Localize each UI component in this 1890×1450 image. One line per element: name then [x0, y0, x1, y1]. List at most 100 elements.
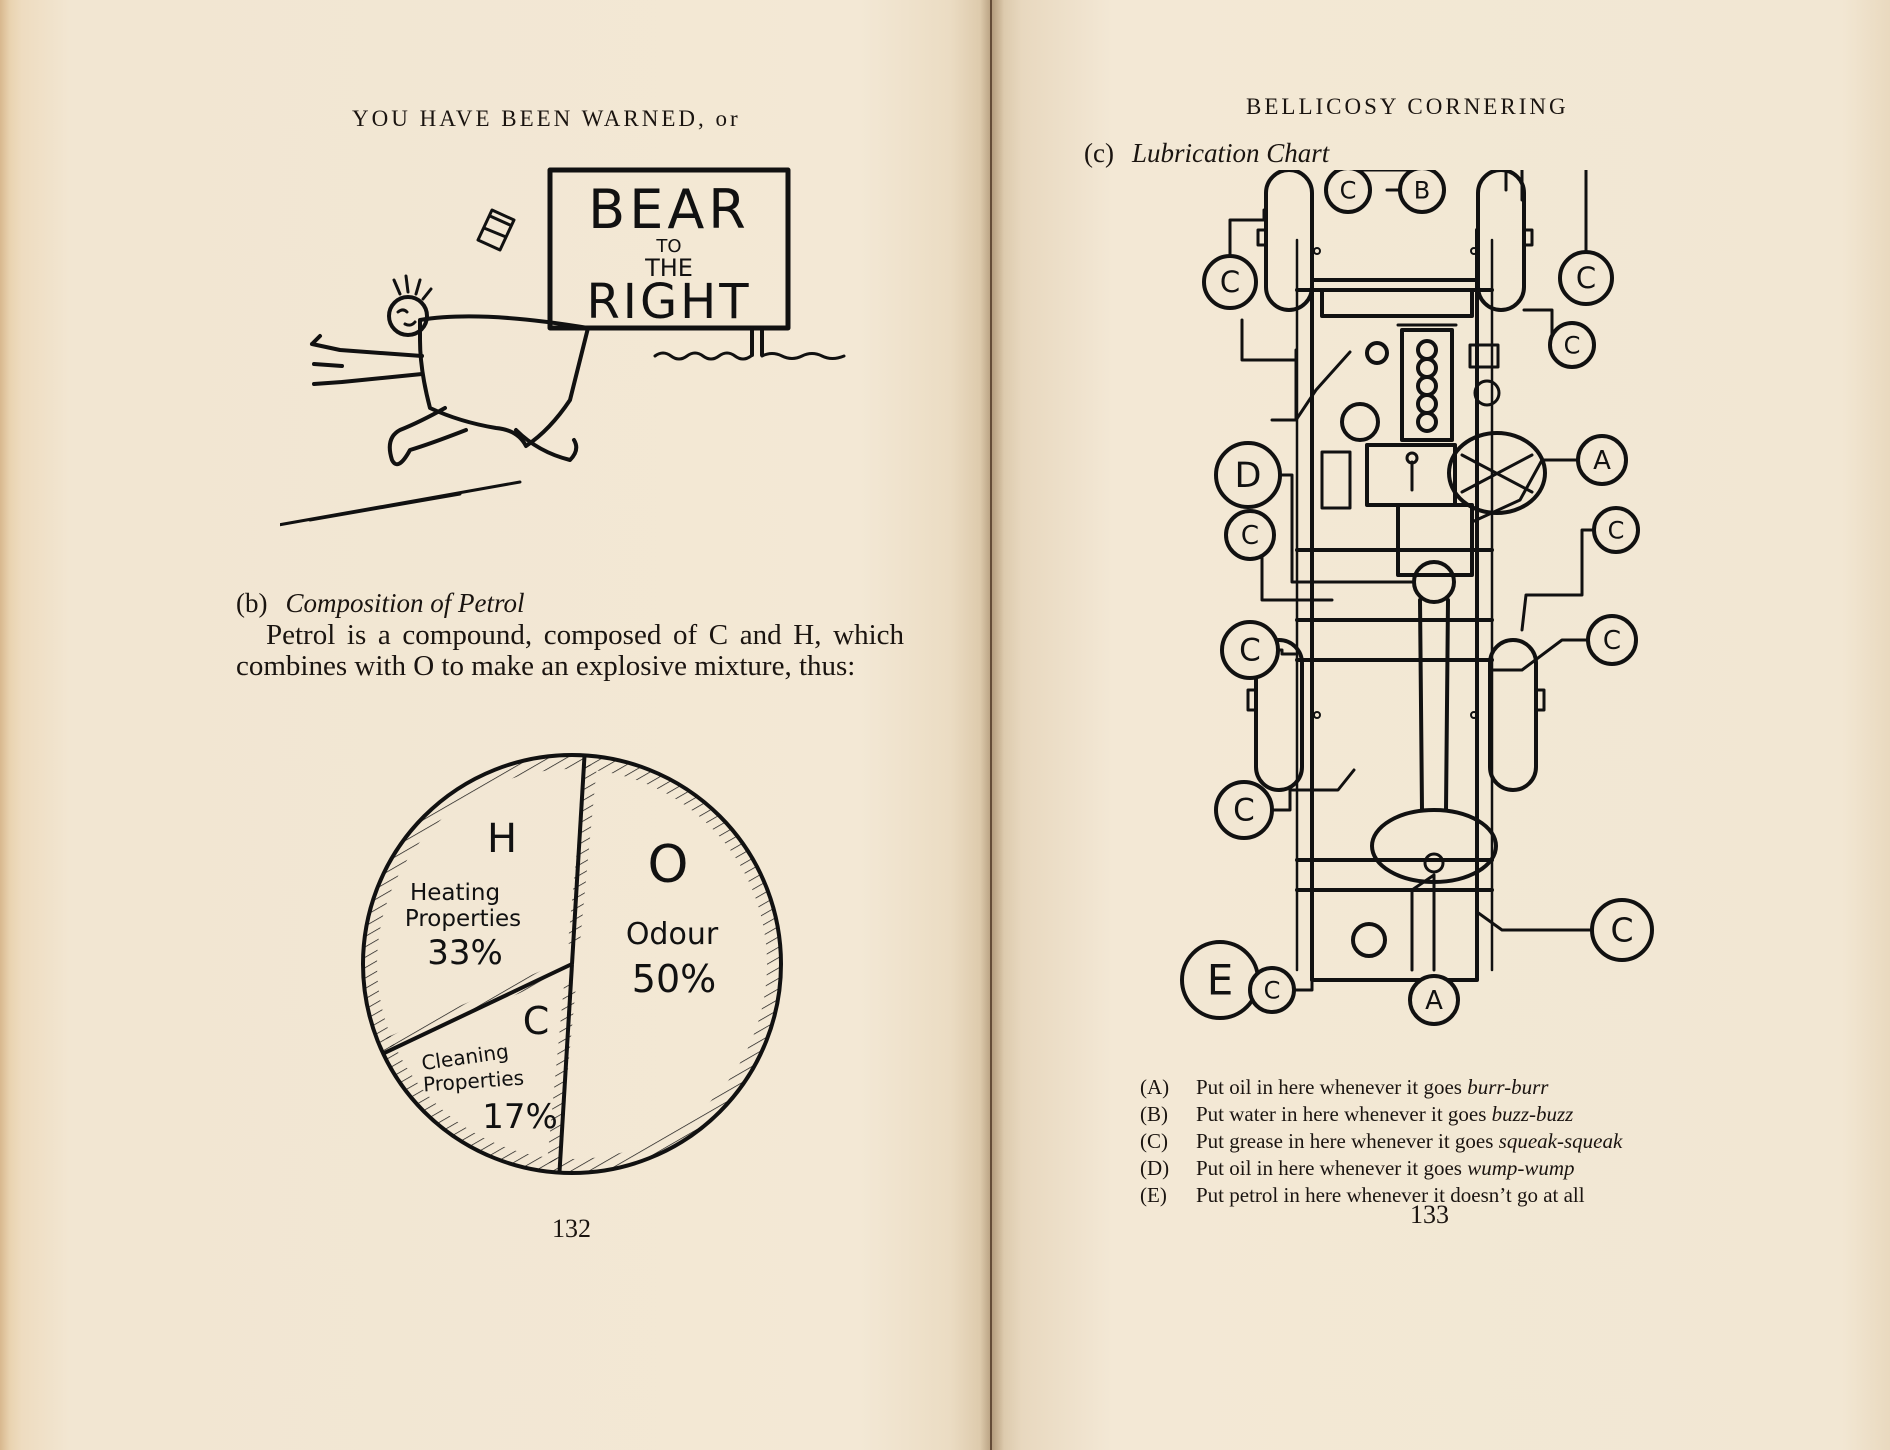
diagram-label-circle [1220, 620, 1280, 680]
rear-right-wheel [1488, 638, 1538, 792]
petrol-paragraph-text: Petrol is a compound, composed of C and … [236, 619, 904, 682]
legend-sound-a: burr-burr [1467, 1075, 1549, 1099]
cross-members [1295, 278, 1494, 892]
legend-key-c: (C) [1140, 1129, 1168, 1153]
diagram-label-circle [1558, 250, 1614, 306]
diagram-label-c: C [1264, 976, 1281, 1004]
right-page: BELLICOSY CORNERING (c) Lubrication Chart [992, 0, 1890, 1450]
diagram-label-d: D [1235, 456, 1262, 496]
pie-divider-hatch [386, 966, 557, 1049]
universal-joint [1412, 560, 1456, 604]
legend-sound-b: buzz-buzz [1491, 1102, 1574, 1126]
section-b-number: (b) [236, 588, 268, 618]
left-page-number: 132 [552, 1214, 591, 1243]
clutch-housing [1396, 503, 1474, 577]
cartoon-body [418, 314, 590, 448]
sign-board [547, 167, 791, 331]
cartoon-legs [387, 406, 579, 467]
legend-key-b: (B) [1140, 1102, 1168, 1126]
pie-divider-hatch [567, 764, 597, 945]
section-c-title: Lubrication Chart [1131, 138, 1330, 168]
legend-row-b: (B) Put water in here whenever it goes bu… [1140, 1101, 1622, 1128]
cartoon-arm [310, 334, 424, 386]
diagram-label-circle [1398, 170, 1446, 214]
diagram-label-c: C [1340, 176, 1357, 204]
legend-key-e: (E) [1140, 1183, 1167, 1207]
book-gutter [980, 0, 1004, 1450]
section-c-number: (c) [1084, 138, 1114, 168]
legend-text-c: Put grease in here whenever it goes [1196, 1129, 1499, 1153]
sign-text-the: THE [644, 254, 693, 282]
left-running-head: YOU HAVE BEEN WARNED, or [352, 106, 741, 131]
chassis-frame [1310, 228, 1479, 982]
prop-shaft [1418, 598, 1450, 812]
flying-ladder [476, 208, 516, 252]
pie-label-heating-1: Heating [410, 880, 500, 906]
pie-letter-o: O [648, 835, 689, 895]
ground-line [653, 351, 846, 361]
diagram-label-circle [1586, 614, 1638, 666]
pie-hatched-rim [363, 755, 781, 1173]
sign-text-to: TO [655, 236, 681, 257]
pie-value-heating: 33% [427, 933, 503, 973]
engine-block [1400, 328, 1454, 442]
diagram-label-circle [1590, 898, 1654, 962]
pie-label-odour: Odour [626, 917, 719, 952]
diagram-label-c: C [1239, 633, 1261, 669]
cartoon-head [387, 295, 429, 337]
left-page: YOU HAVE BEEN WARNED, or [0, 0, 990, 1450]
legend-sound-c: squeak-squeak [1498, 1129, 1623, 1153]
diagram-label-circle [1548, 321, 1596, 369]
right-running-head: BELLICOSY CORNERING [1246, 94, 1569, 119]
diagram-label-circle [1214, 780, 1274, 840]
section-b-heading: (b)Composition of Petrol [236, 588, 525, 619]
battery-box [1320, 450, 1352, 510]
section-c-heading: (c) Lubrication Chart [1084, 138, 1329, 169]
legend-text-d: Put oil in here whenever it goes [1196, 1156, 1468, 1180]
diagram-label-c: C [1564, 331, 1581, 359]
legend-row-e: (E) Put petrol in here whenever it doesn’… [1140, 1182, 1622, 1209]
diagram-label-circle [1324, 170, 1372, 214]
legend-text-b: Put water in here whenever it goes [1196, 1102, 1492, 1126]
sign-text-right: RIGHT [586, 274, 751, 330]
diagram-label-circle [1202, 254, 1258, 310]
diagram-label-circle [1248, 966, 1296, 1014]
diagram-label-circle [1224, 509, 1276, 561]
front-left-wheel [1264, 170, 1314, 312]
pie-divider-hatch [547, 983, 577, 1164]
sign-text-bear: BEAR [588, 178, 750, 241]
radiator [1320, 288, 1474, 318]
pie-value-odour: 50% [632, 957, 716, 1001]
diagram-label-a: A [1593, 446, 1611, 476]
pie-value-cleaning: 17% [482, 1097, 558, 1137]
diagram-label-circle [1408, 974, 1460, 1026]
diagram-label-c: C [1220, 265, 1240, 299]
rear-left-wheel [1254, 638, 1304, 792]
legend-row-d: (D)Put oil in here whenever it goes wump… [1140, 1155, 1622, 1182]
diagram-label-e: E [1207, 955, 1234, 1004]
diagram-label-circle [1576, 434, 1628, 486]
petrol-pie-chart: H Heating Properties 33% O Odour 50% C C… [361, 753, 783, 1175]
diagram-label-b: B [1414, 176, 1430, 204]
legend-key-a: (A) [1140, 1075, 1170, 1099]
legend-sound-d: wump-wump [1467, 1156, 1575, 1180]
diagram-label-c: C [1603, 626, 1621, 656]
sign-post [750, 326, 764, 357]
speed-lines [280, 480, 522, 527]
legend-row-c: (C) Put grease in here whenever it goes s… [1140, 1128, 1622, 1155]
pie-letter-c: C [523, 999, 550, 1043]
leader-lines [1228, 170, 1624, 992]
pie-letter-h: H [487, 816, 517, 862]
legend-row-a: (A) Put oil in here whenever it goes burr… [1140, 1074, 1622, 1101]
pie-label-heating-2: Properties [405, 906, 521, 932]
legend-text-a: Put oil in here whenever it goes [1196, 1075, 1468, 1099]
diagram-label-a: A [1425, 986, 1443, 1016]
diagram-label-circle [1592, 506, 1640, 554]
front-right-wheel [1476, 170, 1526, 312]
cartoon-illustration: BEAR TO THE RIGHT [280, 167, 846, 527]
diagram-label-c: C [1241, 521, 1259, 551]
diagram-label-c: C [1608, 516, 1625, 544]
legend-text-e: Put petrol in here whenever it doesn’t g… [1196, 1183, 1585, 1207]
